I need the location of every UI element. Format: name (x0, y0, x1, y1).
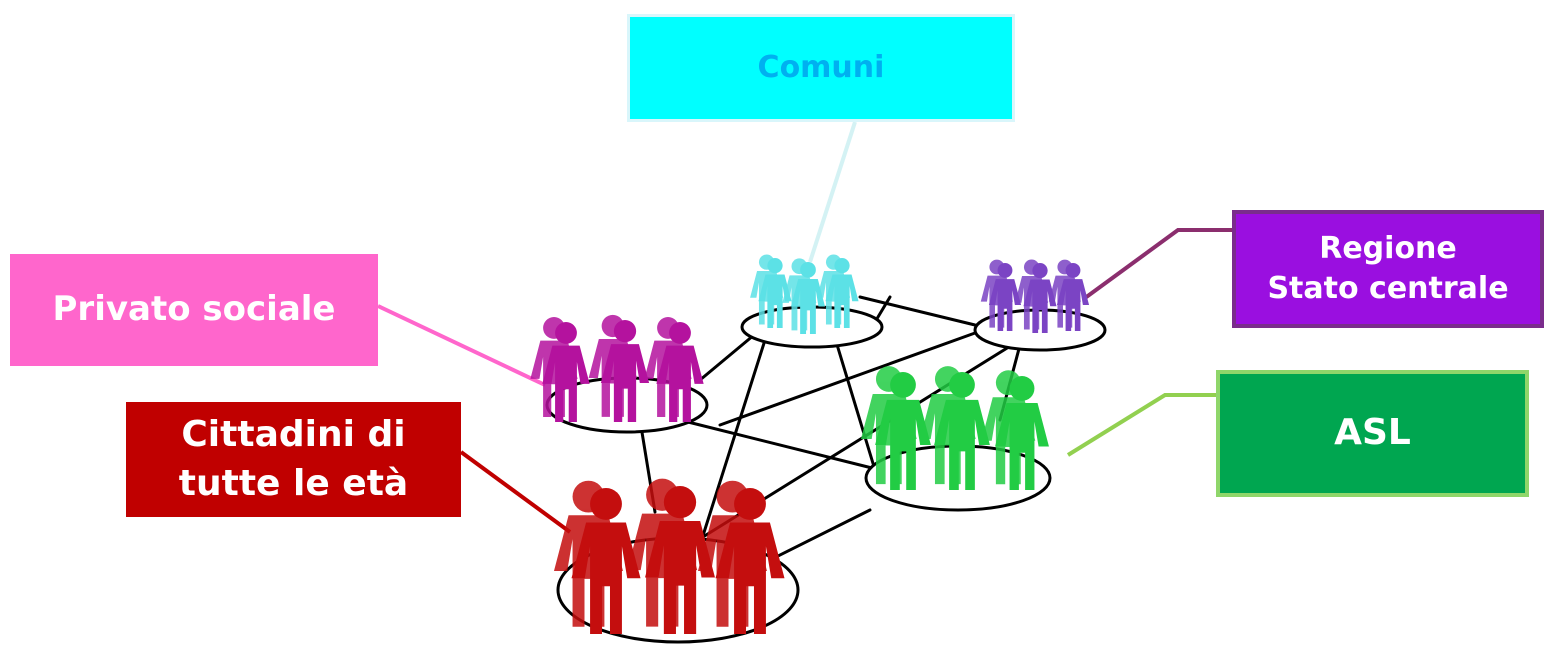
regione-person-2 (1023, 263, 1057, 333)
privato-sociale-label-box: Privato sociale (10, 254, 378, 366)
comuni-connector (808, 121, 857, 263)
asl-connector (1066, 393, 1216, 457)
cittadini-connector (459, 450, 572, 534)
cittadini-person-3 (715, 488, 785, 634)
comuni-person-2 (790, 262, 826, 334)
cittadini-label: Cittadini di tutte le età (178, 413, 409, 504)
regione-person-1 (988, 263, 1022, 331)
privato-sociale-person-3 (656, 322, 704, 422)
network-link-6 (858, 295, 977, 327)
privato-sociale-connector (377, 304, 546, 387)
asl-person-1 (875, 372, 931, 490)
comuni-label: Comuni (757, 49, 885, 85)
network-link-4 (698, 338, 767, 547)
network-link-5 (833, 336, 877, 472)
regione-cluster (973, 259, 1107, 352)
privato-sociale-person-2 (600, 320, 650, 422)
regione-connector (1083, 228, 1232, 300)
regione-label: Regione Stato centrale (1267, 230, 1509, 307)
privato-sociale-label: Privato sociale (52, 289, 336, 330)
regione-label-box: Regione Stato centrale (1232, 210, 1544, 328)
people-clusters (530, 254, 1107, 644)
cittadini-person-2 (645, 486, 715, 634)
regione-person-3 (1056, 263, 1090, 331)
comuni-person-3 (825, 258, 859, 328)
comuni-cluster (740, 254, 884, 349)
comuni-person-1 (758, 258, 792, 328)
asl-person-3 (995, 376, 1049, 490)
cittadini-label-box: Cittadini di tutte le età (126, 402, 461, 517)
network-link-1 (698, 328, 762, 382)
asl-label: ASL (1334, 412, 1411, 454)
network-link-11 (678, 418, 882, 472)
cittadini-cluster (553, 478, 800, 644)
cittadini-person-1 (571, 488, 641, 634)
comuni-label-box: Comuni (627, 14, 1015, 122)
asl-cluster (860, 366, 1052, 512)
network-link-7 (873, 295, 892, 324)
asl-person-2 (934, 372, 990, 490)
label-connectors (377, 121, 1232, 534)
privato-sociale-cluster (530, 314, 709, 434)
privato-sociale-person-1 (542, 322, 590, 422)
asl-label-box: ASL (1216, 370, 1529, 497)
